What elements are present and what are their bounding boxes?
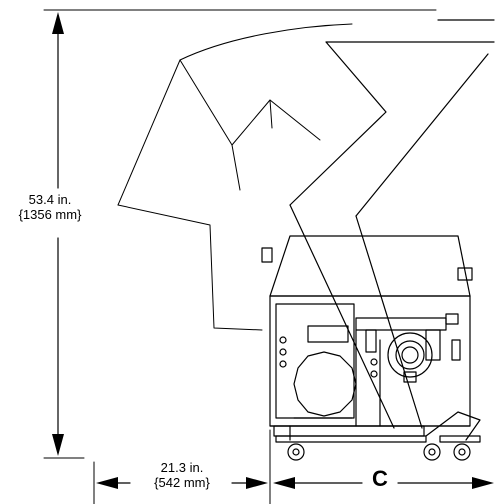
height-dimension-label: 53.4 in. {1356 mm} xyxy=(2,192,98,222)
machine-body xyxy=(261,235,473,441)
c-callout-label: C xyxy=(366,466,394,492)
width-dimension xyxy=(93,429,271,504)
width-imperial: 21.3 in. xyxy=(160,460,204,475)
height-metric: {1356 mm} xyxy=(18,207,82,222)
arrow-right-icon xyxy=(472,477,494,489)
arrow-right-icon xyxy=(246,477,268,489)
arrow-left-icon xyxy=(273,477,295,489)
hopper-tilted xyxy=(289,19,495,429)
height-dimension xyxy=(43,9,437,459)
height-imperial: 53.4 in. xyxy=(28,192,72,207)
arrow-left-icon xyxy=(96,477,118,489)
hopper-raised-outline xyxy=(117,23,353,331)
arrow-down-icon xyxy=(52,434,64,456)
width-metric: {542 mm} xyxy=(154,475,210,490)
c-dimension xyxy=(273,477,494,489)
width-dimension-label: 21.3 in. {542 mm} xyxy=(132,460,232,490)
arrow-up-icon xyxy=(52,12,64,34)
machine-base xyxy=(275,411,481,461)
